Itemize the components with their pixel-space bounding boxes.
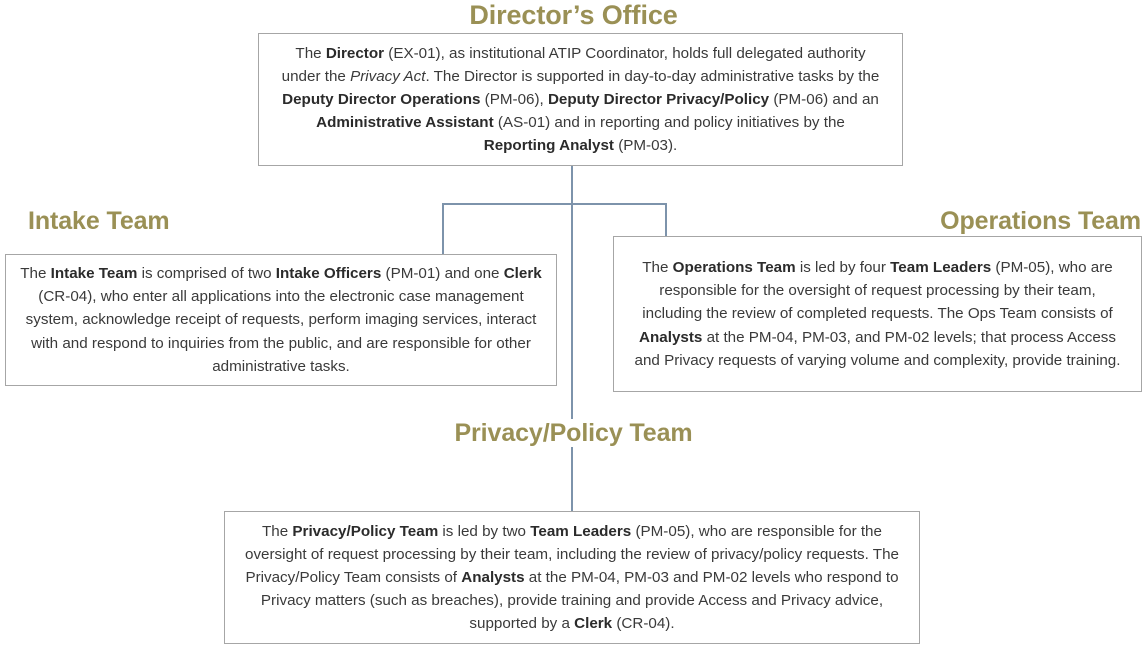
connector-drop-operations xyxy=(665,203,667,238)
heading-intake-team-text: Intake Team xyxy=(28,207,170,235)
heading-operations-team-text: Operations Team xyxy=(940,207,1141,235)
heading-intake-team: Intake Team xyxy=(28,208,170,234)
connector-horizontal-bar xyxy=(442,203,667,205)
node-privacy-policy-team-body: The Privacy/Policy Team is led by two Te… xyxy=(245,522,899,633)
node-directors-office: The Director (EX-01), as institutional A… xyxy=(258,33,903,166)
connector-drop-intake xyxy=(442,203,444,256)
node-intake-team: The Intake Team is comprised of two Inta… xyxy=(5,254,557,386)
node-intake-team-body: The Intake Team is comprised of two Inta… xyxy=(20,265,542,375)
connector-drop-privacy xyxy=(571,203,573,513)
node-operations-team-body: The Operations Team is led by four Team … xyxy=(634,259,1121,369)
node-operations-team: The Operations Team is led by four Team … xyxy=(613,236,1142,392)
heading-directors-office-text: Director’s Office xyxy=(461,0,686,30)
heading-privacy-policy-team-text: Privacy/Policy Team xyxy=(446,419,701,447)
heading-directors-office: Director’s Office xyxy=(0,0,1147,30)
connector-director-stem xyxy=(571,165,573,205)
node-directors-office-body: The Director (EX-01), as institutional A… xyxy=(281,44,880,155)
heading-operations-team: Operations Team xyxy=(940,208,1141,234)
heading-privacy-policy-team: Privacy/Policy Team xyxy=(0,419,1147,447)
node-privacy-policy-team: The Privacy/Policy Team is led by two Te… xyxy=(224,511,920,644)
